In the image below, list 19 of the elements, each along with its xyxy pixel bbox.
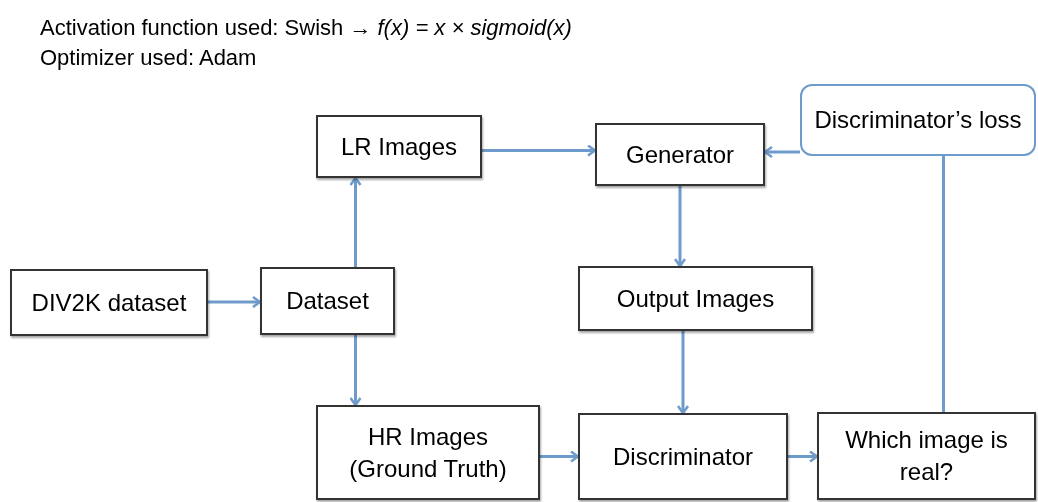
arrow	[482, 144, 597, 157]
process-box: HR Images (Ground Truth)	[316, 405, 540, 500]
process-box: LR Images	[316, 115, 482, 178]
process-box: Discriminator	[578, 413, 788, 500]
arrow	[540, 450, 580, 463]
arrow	[676, 331, 690, 415]
arrow	[673, 186, 687, 268]
loss-box: Discriminator’s loss	[800, 84, 1036, 156]
process-box: Generator	[595, 123, 765, 186]
process-box: Dataset	[260, 267, 395, 335]
process-box: Which image is real?	[817, 412, 1036, 500]
arrow	[208, 295, 262, 309]
arrow	[349, 335, 362, 407]
arrow	[788, 450, 819, 463]
note-text: Activation function used: Swish → f(x) = x × sigmoid(x)	[40, 14, 572, 42]
note-text: Optimizer used: Adam	[40, 44, 257, 72]
arrow	[349, 176, 362, 267]
process-box: Output Images	[578, 266, 813, 331]
process-box: DIV2K dataset	[10, 269, 208, 336]
